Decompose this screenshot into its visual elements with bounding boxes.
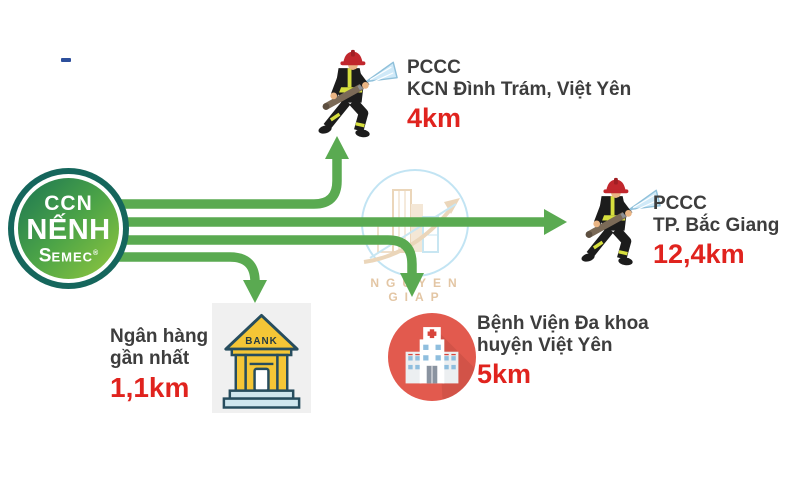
logo-semec-rest: EMEC: [51, 249, 94, 265]
destination-district-hospital: Bệnh Viện Đa khoa huyện Việt Yên 5km: [477, 313, 649, 390]
destination-nearest-bank: Ngân hàng gần nhất 1,1km: [110, 326, 208, 403]
destination-distance: 5km: [477, 359, 532, 389]
destination-distance: 12,4km: [653, 239, 745, 269]
destination-distance: 4km: [407, 103, 462, 133]
destination-title: PCCC: [407, 57, 461, 78]
logo-line-nenh: NẾNH: [26, 213, 111, 246]
blue-dash-artifact: [61, 58, 71, 62]
arrowhead-down-bank: [243, 280, 267, 303]
firefighter-icon: [303, 46, 399, 142]
ccn-nenh-semec-logo: CCN NẾNH SEMEC®: [8, 168, 129, 289]
firefighter-icon: [566, 174, 662, 270]
bank-sign-text: BANK: [245, 336, 278, 347]
destination-subtitle: huyện Việt Yên: [477, 335, 613, 356]
arrow-to-hospital: [70, 235, 417, 275]
logo-line-ccn: CCN: [44, 191, 93, 215]
logo-inner-circle: CCN NẾNH SEMEC®: [18, 178, 119, 279]
hospital-icon: [388, 313, 476, 401]
destination-subtitle: TP. Bắc Giang: [653, 215, 780, 236]
destination-title: Bệnh Viện Đa khoa: [477, 313, 649, 334]
destination-distance: 1,1km: [110, 372, 190, 403]
bank-icon: BANK: [212, 303, 311, 413]
destination-fire-station-kcn-dinh-tram: PCCC KCN Đình Trám, Việt Yên 4km: [407, 57, 631, 134]
destination-subtitle: KCN Đình Trám, Việt Yên: [407, 79, 632, 100]
destination-title: Ngân hàng: [110, 326, 209, 347]
destination-title: PCCC: [653, 193, 707, 214]
destination-fire-station-tp-bac-giang: PCCC TP. Bắc Giang 12,4km: [653, 193, 779, 270]
logo-semec-initial: S: [38, 245, 52, 267]
destination-subtitle: gần nhất: [110, 348, 190, 369]
logo-line-semec: SEMEC®: [39, 246, 98, 265]
arrow-to-bank: [70, 252, 260, 283]
registered-trademark-symbol: ®: [93, 249, 99, 257]
arrowhead-right: [544, 209, 567, 235]
arrowhead-down-hospital: [400, 273, 424, 297]
arrow-to-fire-station-1: [70, 157, 342, 209]
arrowhead-up: [325, 136, 349, 159]
